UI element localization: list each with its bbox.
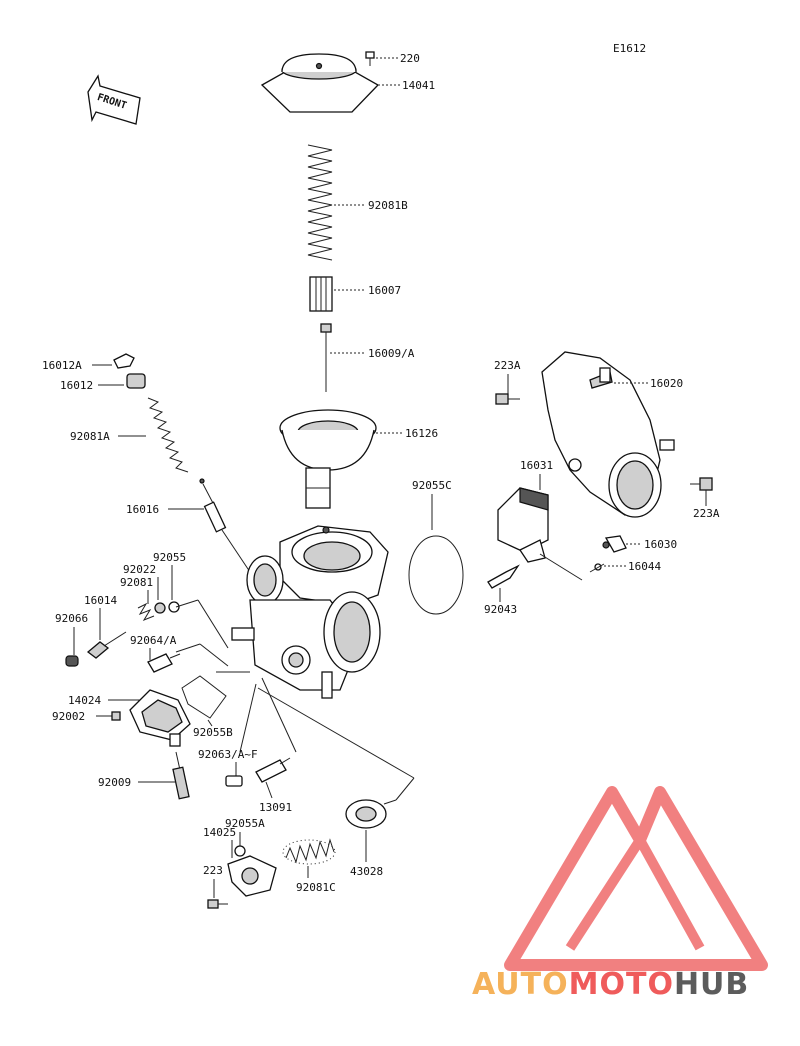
label-92064a: 92064/A bbox=[130, 634, 177, 647]
needle-jet-13091-part bbox=[255, 757, 291, 783]
oring-92055a-part bbox=[234, 845, 246, 857]
label-223: 223 bbox=[203, 864, 223, 877]
float-valve-16030-part bbox=[602, 535, 627, 553]
label-92055: 92055 bbox=[153, 551, 186, 564]
washer-92022-part bbox=[154, 602, 166, 614]
pilot-screw-16014-part bbox=[86, 631, 127, 659]
screw-223a-right-part bbox=[690, 477, 713, 491]
label-16012: 16012 bbox=[60, 379, 93, 392]
label-92081c: 92081C bbox=[296, 881, 336, 894]
screw-223-part bbox=[207, 899, 228, 909]
label-16014: 16014 bbox=[84, 594, 117, 607]
carburetor-body-part bbox=[231, 525, 389, 699]
diaphragm-piston-part bbox=[279, 409, 377, 509]
label-92081b: 92081B bbox=[368, 199, 408, 212]
spring-92081c-part bbox=[282, 838, 336, 865]
label-13091: 13091 bbox=[259, 801, 292, 814]
label-14024: 14024 bbox=[68, 694, 101, 707]
diagram-code: E1612 bbox=[613, 42, 646, 55]
label-92055a: 92055A bbox=[225, 817, 265, 830]
label-92043: 92043 bbox=[484, 603, 517, 616]
drain-screw-92009-part bbox=[172, 751, 190, 800]
label-92002: 92002 bbox=[52, 710, 85, 723]
oring-92055-part bbox=[168, 601, 180, 613]
watermark-moto: MOTO bbox=[569, 967, 674, 1002]
clip-92043-part bbox=[487, 564, 520, 589]
spring-92081-part bbox=[137, 602, 155, 622]
top-cover-part bbox=[260, 53, 380, 113]
cap-16012a-part bbox=[113, 353, 135, 369]
oring-92055c-part bbox=[408, 535, 464, 615]
cap-92066-part bbox=[65, 655, 79, 667]
spring-92081b-part bbox=[307, 144, 333, 261]
label-16009a: 16009/A bbox=[368, 347, 415, 360]
pin-16044-part bbox=[589, 563, 605, 573]
label-16020: 16020 bbox=[650, 377, 683, 390]
screw-220-part bbox=[365, 51, 375, 66]
label-14025: 14025 bbox=[203, 826, 236, 839]
label-16012a: 16012A bbox=[42, 359, 82, 372]
vacuum-chamber-part bbox=[541, 351, 675, 518]
main-jet-92063-part bbox=[225, 775, 243, 787]
label-92066: 92066 bbox=[55, 612, 88, 625]
label-223a-top: 223A bbox=[494, 359, 521, 372]
watermark-triangle-icon bbox=[504, 786, 768, 971]
spring-92081a-part bbox=[147, 397, 189, 473]
gasket-92055b-part bbox=[181, 675, 227, 719]
watermark-hub: HUB bbox=[674, 967, 749, 1002]
float-16031-part bbox=[497, 487, 549, 563]
starter-plunger-part bbox=[199, 478, 227, 533]
label-16031: 16031 bbox=[520, 459, 553, 472]
label-92063af: 92063/A~F bbox=[198, 748, 258, 761]
label-16126: 16126 bbox=[405, 427, 438, 440]
label-92081a: 92081A bbox=[70, 430, 110, 443]
label-92081: 92081 bbox=[120, 576, 153, 589]
label-223a-right: 223A bbox=[693, 507, 720, 520]
diaphragm-43028-part bbox=[345, 799, 397, 829]
label-92055c: 92055C bbox=[412, 479, 452, 492]
label-16030: 16030 bbox=[644, 538, 677, 551]
label-92055b: 92055B bbox=[193, 726, 233, 739]
label-92022: 92022 bbox=[123, 563, 156, 576]
label-220: 220 bbox=[400, 52, 420, 65]
watermark-auto: AUTO bbox=[472, 967, 569, 1002]
label-16016: 16016 bbox=[126, 503, 159, 516]
front-arrow-icon: FRONT bbox=[87, 74, 141, 125]
label-16044: 16044 bbox=[628, 560, 661, 573]
cover-14025-part bbox=[227, 855, 277, 897]
label-43028: 43028 bbox=[350, 865, 383, 878]
jet-92064a-part bbox=[147, 653, 181, 673]
float-bowl-14024-part bbox=[129, 689, 191, 747]
label-92009: 92009 bbox=[98, 776, 131, 789]
needle-holder-part bbox=[309, 276, 333, 312]
screw-92002-part bbox=[111, 711, 121, 721]
label-16007: 16007 bbox=[368, 284, 401, 297]
screw-223a-top-part bbox=[495, 393, 520, 405]
automotohub-watermark bbox=[504, 786, 768, 971]
label-14041: 14041 bbox=[402, 79, 435, 92]
watermark-text: AUTOMOTOHUB bbox=[472, 967, 749, 1002]
screw-16012-part bbox=[126, 373, 146, 389]
jet-needle-part bbox=[320, 323, 332, 392]
